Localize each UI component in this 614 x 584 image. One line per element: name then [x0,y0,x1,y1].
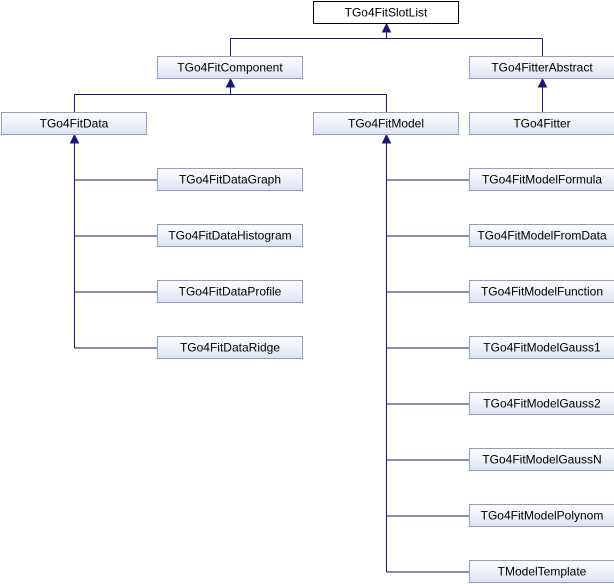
node-fit-data-label: TGo4FitData [40,117,109,131]
node-model-gaussn-label: TGo4FitModelGaussN [482,453,601,467]
arrowhead-component [225,77,236,88]
node-model-gauss2-label: TGo4FitModelGauss2 [483,397,601,411]
node-root-label: TGo4FitSlotList [345,6,428,20]
node-model-template[interactable]: TModelTemplate [469,560,614,583]
node-fit-data[interactable]: TGo4FitData [1,112,147,135]
node-component[interactable]: TGo4FitComponent [157,56,303,79]
node-data-graph[interactable]: TGo4FitDataGraph [157,168,303,191]
node-model-polynom-label: TGo4FitModelPolynom [481,509,604,523]
node-model-gauss1[interactable]: TGo4FitModelGauss1 [469,336,614,359]
arrowhead-fitter_abstract [537,77,548,88]
node-model-gauss2[interactable]: TGo4FitModelGauss2 [469,392,614,415]
node-data-graph-label: TGo4FitDataGraph [179,173,281,187]
node-model-gaussn[interactable]: TGo4FitModelGaussN [469,448,614,471]
node-model-function[interactable]: TGo4FitModelFunction [469,280,614,303]
arrowhead-fit_model [381,133,392,144]
node-model-function-label: TGo4FitModelFunction [481,285,603,299]
node-fit-model[interactable]: TGo4FitModel [313,112,459,135]
node-fitter[interactable]: TGo4Fitter [469,112,614,135]
node-component-label: TGo4FitComponent [177,61,283,75]
node-model-from-data[interactable]: TGo4FitModelFromData [469,224,614,247]
node-data-histogram-label: TGo4FitDataHistogram [168,229,291,243]
node-fitter-abstract[interactable]: TGo4FitterAbstract [469,56,614,79]
node-data-profile[interactable]: TGo4FitDataProfile [157,280,303,303]
edges-layer [69,22,548,573]
node-fit-model-label: TGo4FitModel [348,117,424,131]
arrowhead-fit_data [69,133,80,144]
node-data-profile-label: TGo4FitDataProfile [179,285,282,299]
node-data-ridge-label: TGo4FitDataRidge [180,341,280,355]
node-data-histogram[interactable]: TGo4FitDataHistogram [157,224,303,247]
node-model-gauss1-label: TGo4FitModelGauss1 [483,341,601,355]
node-model-from-data-label: TGo4FitModelFromData [477,229,607,243]
node-fitter-abstract-label: TGo4FitterAbstract [491,61,593,75]
node-model-formula-label: TGo4FitModelFormula [482,173,602,187]
node-model-polynom[interactable]: TGo4FitModelPolynom [469,504,614,527]
node-fitter-label: TGo4Fitter [513,117,570,131]
node-root[interactable]: TGo4FitSlotList [313,1,459,24]
node-data-ridge[interactable]: TGo4FitDataRidge [157,336,303,359]
arrowhead-root [381,22,392,33]
node-model-formula[interactable]: TGo4FitModelFormula [469,168,614,191]
node-model-template-label: TModelTemplate [498,565,587,579]
